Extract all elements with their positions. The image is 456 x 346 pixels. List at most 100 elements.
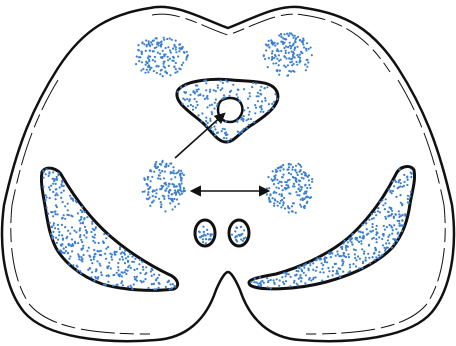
stipple-dot (295, 191, 297, 193)
stipple-dot (173, 65, 175, 67)
stipple-dot (298, 194, 300, 196)
stipple-dot (392, 229, 394, 231)
stipple-dot (267, 176, 269, 178)
stipple-dot (401, 225, 403, 227)
stipple-dot (262, 111, 264, 113)
stipple-dot (278, 34, 280, 36)
stipple-dot (62, 239, 64, 241)
stipple-dot (257, 282, 259, 284)
stipple-dot (205, 79, 207, 81)
stipple-dot (213, 126, 215, 128)
stipple-dot (64, 226, 66, 228)
stipple-dot (44, 200, 46, 202)
stipple-dot (207, 233, 209, 235)
stipple-dot (296, 283, 298, 285)
stipple-dot (139, 56, 141, 58)
stipple-dot (49, 189, 51, 191)
stipple-dot (235, 239, 237, 241)
stipple-dot (231, 234, 233, 236)
stipple-dot (234, 230, 236, 232)
stipple-dot (291, 169, 293, 171)
stipple-dot (142, 269, 144, 271)
stipple-dot (98, 250, 100, 252)
stipple-dot (144, 72, 146, 74)
stipple-dot (166, 38, 168, 40)
stipple-dot (297, 36, 299, 38)
stipple-dot (342, 263, 344, 265)
stipple-dot (57, 228, 59, 230)
stipple-dot (58, 234, 60, 236)
stipple-dot (67, 203, 69, 205)
stipple-dot (149, 205, 151, 207)
stipple-dot (260, 86, 262, 88)
stipple-dot (169, 189, 171, 191)
stipple-dot (361, 237, 363, 239)
stipple-dot (307, 196, 309, 198)
stipple-dot (365, 257, 367, 259)
stipple-dot (45, 168, 47, 170)
stipple-dot (358, 241, 360, 243)
stipple-dot (67, 252, 69, 254)
stipple-dot (266, 277, 268, 279)
stipple-dot (122, 272, 124, 274)
stipple-dot (395, 228, 397, 230)
stipple-dot (220, 80, 222, 82)
stipple-dot (302, 43, 304, 45)
stipple-dot (303, 267, 305, 269)
stipple-dot (99, 265, 101, 267)
stipple-dot (201, 112, 203, 114)
stipple-dot (393, 217, 395, 219)
stipple-dot (147, 178, 149, 180)
stipple-dot (273, 191, 275, 193)
stipple-dot (297, 174, 299, 176)
stipple-dot (63, 190, 65, 192)
stipple-dot (236, 119, 238, 121)
stipple-dot (292, 166, 294, 168)
stipple-dot (365, 222, 367, 224)
stipple-dot (145, 266, 147, 268)
stipple-dot (295, 179, 297, 181)
stipple-dot (346, 245, 348, 247)
stipple-dot (271, 103, 273, 105)
stipple-dot (109, 253, 111, 255)
stipple-dot (309, 262, 311, 264)
stipple-dot (265, 43, 267, 45)
stipple-dot (84, 211, 86, 213)
stipple-dot (159, 73, 161, 75)
stipple-dot (64, 218, 66, 220)
stipple-dot (309, 187, 311, 189)
stipple-dot (396, 240, 398, 242)
stipple-dot (182, 98, 184, 100)
stipple-dot (348, 238, 350, 240)
stipple-dot (94, 253, 96, 255)
stipple-dot (157, 52, 159, 54)
stipple-dot (306, 59, 308, 61)
stipple-dot (321, 280, 323, 282)
stipple-dot (268, 280, 270, 282)
stipple-dot (104, 253, 106, 255)
stipple-dot (294, 56, 296, 58)
stipple-dot (217, 103, 219, 105)
stipple-dot (348, 256, 350, 258)
stipple-dot (118, 275, 120, 277)
stipple-dot (141, 61, 143, 63)
stipple-dot (290, 173, 292, 175)
stipple-dot (175, 194, 177, 196)
stipple-dot (138, 60, 140, 62)
stipple-dot (364, 259, 366, 261)
stipple-dot (145, 50, 147, 52)
stipple-dot (169, 288, 171, 290)
stipple-dot (285, 57, 287, 59)
stipple-dot (80, 256, 82, 258)
stipple-dot (158, 65, 160, 67)
stipple-dot (323, 271, 325, 273)
stipple-dot (354, 257, 356, 259)
stipple-dot (155, 192, 157, 194)
stipple-dot (391, 227, 393, 229)
stipple-dot (254, 112, 256, 114)
stipple-dot (158, 287, 160, 289)
stipple-dot (77, 212, 79, 214)
stipple-dot (93, 258, 95, 260)
stipple-dot (167, 46, 169, 48)
stipple-dot (382, 204, 384, 206)
